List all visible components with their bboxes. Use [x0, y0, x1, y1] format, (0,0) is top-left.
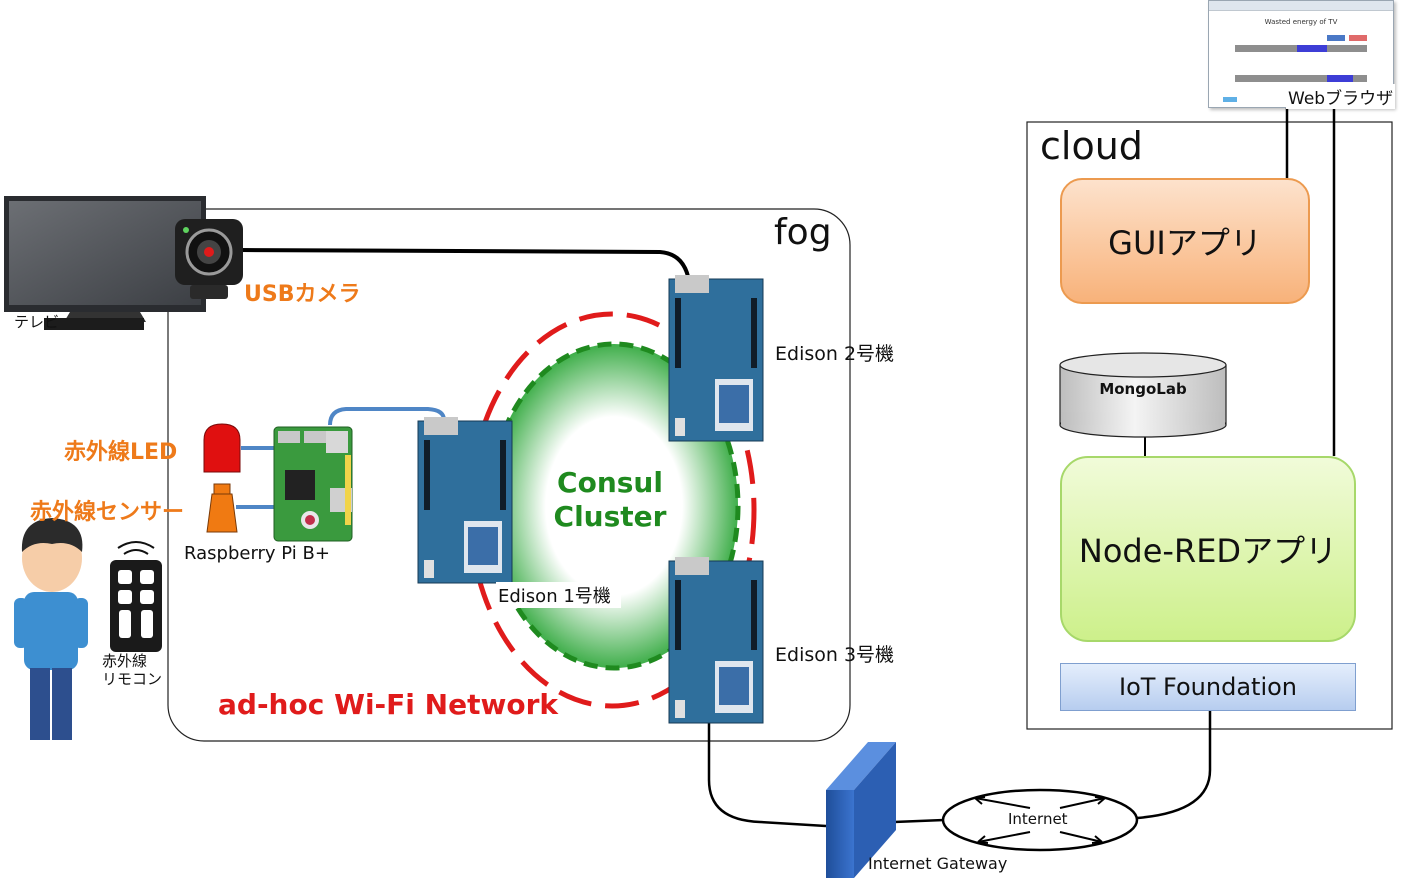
mongolab-label: MongoLab [1099, 380, 1187, 398]
edison-2-label: Edison 2号機 [775, 343, 895, 365]
nodered-app-label: Node-REDアプリ [1078, 532, 1338, 570]
edison-3-label: Edison 3号機 [775, 644, 895, 666]
edison-3-board [668, 557, 764, 724]
cloud-title: cloud [1040, 124, 1143, 168]
internet-label: Internet [1008, 810, 1068, 828]
iot-foundation-box: IoT Foundation [1060, 663, 1356, 711]
remote-label-line1: 赤外線 [102, 652, 148, 670]
internet-iot-cable [1136, 711, 1212, 820]
edison-2-board [668, 275, 764, 442]
nodered-app-box: Node-REDアプリ [1060, 456, 1356, 642]
raspberry-pi-board [273, 426, 353, 542]
internet-ellipse [941, 788, 1139, 852]
person-icon [14, 518, 88, 740]
fog-boundary [167, 208, 851, 742]
consul-label-line2: Cluster [553, 500, 667, 533]
tv-label: テレビ [14, 313, 60, 331]
consul-label-line1: Consul [557, 466, 663, 499]
fog-title: fog [774, 212, 832, 253]
adhoc-network-label: ad-hoc Wi-Fi Network [218, 688, 558, 721]
gateway-internet-cable [893, 818, 945, 824]
ir-led-label: 赤外線LED [64, 440, 178, 465]
edison-1-label: Edison 1号機 [496, 582, 621, 608]
ir-sensor-label: 赤外線センサー [30, 500, 185, 525]
browser-button-blue [1327, 35, 1345, 41]
ir-led-icon [203, 423, 241, 473]
edison-1-board [417, 417, 513, 584]
gui-app-label: GUIアプリ [1108, 224, 1262, 262]
iot-foundation-label: IoT Foundation [1118, 673, 1298, 701]
energy-strip-1-active [1297, 45, 1327, 52]
remote-label: 赤外線 リモコン [102, 652, 162, 688]
raspberry-pi-label: Raspberry Pi B+ [184, 543, 330, 564]
usb-camera-icon [175, 219, 243, 299]
usb-camera-label: USBカメラ [244, 282, 361, 307]
remote-label-line2: リモコン [102, 670, 163, 688]
internet-gateway-label: Internet Gateway [868, 854, 1008, 873]
internet-gateway-icon [826, 742, 896, 878]
pi-edison-cable [328, 407, 446, 426]
mongolab-db-icon [1059, 352, 1227, 438]
ir-remote-icon [110, 541, 162, 652]
ir-sensor-icon [206, 483, 238, 533]
browser-button-small [1223, 97, 1237, 102]
browser-page-title: Wasted energy of TV [1264, 18, 1338, 26]
web-browser-label: Webブラウザ [1286, 84, 1396, 109]
consul-cluster-label: Consul Cluster [540, 466, 680, 534]
tv-icon [4, 196, 206, 330]
energy-strip-2-active [1327, 75, 1353, 82]
edison3-gateway-cable [707, 722, 827, 828]
browser-tab-bar [1209, 1, 1393, 11]
energy-strip-2 [1235, 75, 1367, 82]
browser-button-red [1349, 35, 1367, 41]
gui-app-box: GUIアプリ [1060, 178, 1310, 304]
internet-arrows [974, 796, 1106, 844]
